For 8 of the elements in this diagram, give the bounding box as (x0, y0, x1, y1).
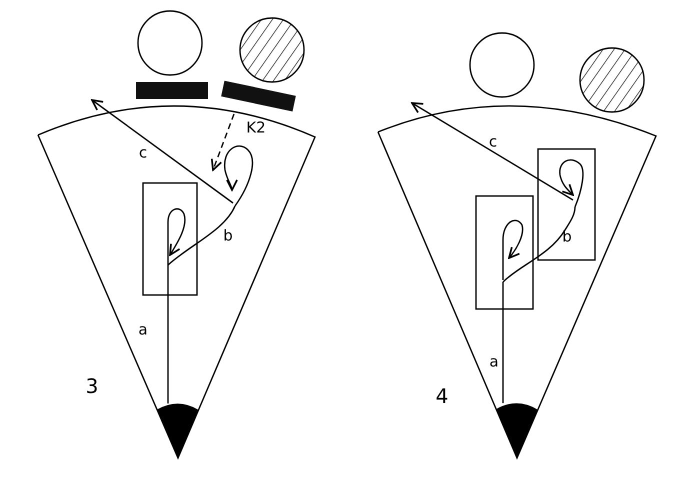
path-label: a (489, 354, 499, 370)
figure-number: 3 (86, 376, 98, 396)
path-label: K2 (246, 120, 266, 136)
path-label: c (138, 146, 148, 160)
path-label: c (488, 134, 498, 150)
path-label: a (138, 322, 148, 338)
path-label: b (223, 228, 233, 244)
figure-number: 4 (436, 386, 448, 406)
